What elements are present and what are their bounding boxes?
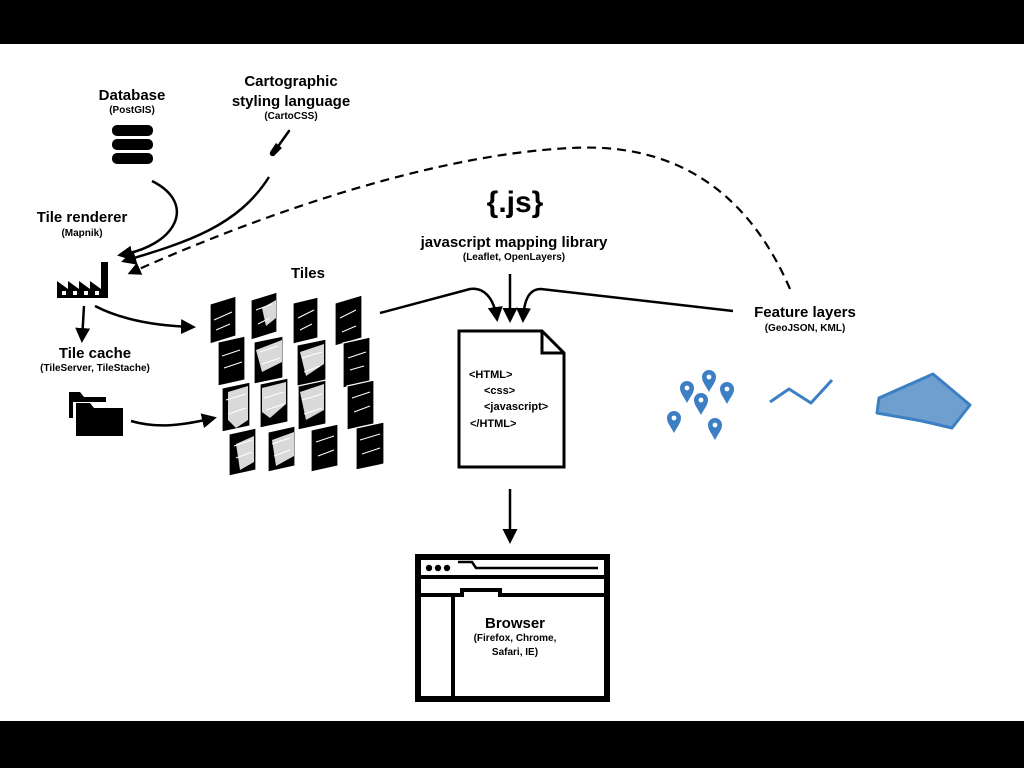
map-pin-icons [667,370,734,440]
database-title: Database [98,87,166,104]
styling-subtitle: (CartoCSS) [264,111,318,122]
code-line-css: <css> [484,385,516,397]
tiles-mosaic [209,291,385,477]
factory-icon [57,262,108,298]
code-line-html-open: <HTML> [469,369,513,381]
map-pin-icon [702,370,716,392]
map-pin-hole [684,385,690,391]
feature-layers-title: Feature layers [754,304,856,321]
tiles-title: Tiles [291,265,325,282]
map-pin-icon [694,393,708,415]
arrow-renderer-to-tiles [94,304,196,335]
map-pin-hole [724,386,730,392]
cache-title: Tile cache [58,345,132,362]
browser-title: Browser [484,615,546,632]
styling-title-line1: Cartographic [244,73,338,90]
code-line-html-close: </HTML> [470,418,517,430]
paintbrush-icon [269,129,291,157]
arrow-renderer-to-cache [75,305,91,343]
folder-icon [69,392,123,436]
renderer-subtitle: (Mapnik) [61,228,103,239]
arrow-styling-to-renderer [121,176,271,265]
arrow-feature-layers-to-renderer-dashed [127,146,792,290]
map-pin-icon [667,411,681,433]
document-icon [457,329,566,469]
arrow-feature-layers-to-document [516,287,734,323]
map-pin-icon [680,381,694,403]
map-pin-icon [708,418,722,440]
browser-subtitle-line2: Safari, IE) [491,647,539,658]
feature-layers-subtitle: (GeoJSON, KML) [764,323,846,334]
jslib-subtitle: (Leaflet, OpenLayers) [462,252,566,263]
database-icon [112,125,153,164]
arrow-database-to-renderer [117,179,179,261]
arrow-tiles-to-document [379,287,503,322]
map-pin-hole [671,415,677,421]
styling-title-line2: styling language [231,93,351,110]
renderer-title: Tile renderer [36,209,128,226]
database-subtitle: (PostGIS) [109,105,155,116]
polygon-icon [875,372,972,430]
diagram-canvas: Database (PostGIS) Cartographic styling … [0,44,1024,721]
code-line-javascript: <javascript> [484,401,549,413]
polyline-icon [769,378,834,405]
cache-subtitle: (TileServer, TileStache) [40,363,150,374]
map-pin-hole [698,397,704,403]
js-glyph: {.js} [486,186,544,219]
map-pin-hole [706,374,712,380]
arrow-cache-to-tiles [130,413,217,429]
map-pin-icon [720,382,734,404]
jslib-title: javascript mapping library [420,234,608,251]
map-pin-hole [712,422,718,428]
browser-window-icon [415,554,610,702]
browser-subtitle-line1: (Firefox, Chrome, [473,633,557,644]
